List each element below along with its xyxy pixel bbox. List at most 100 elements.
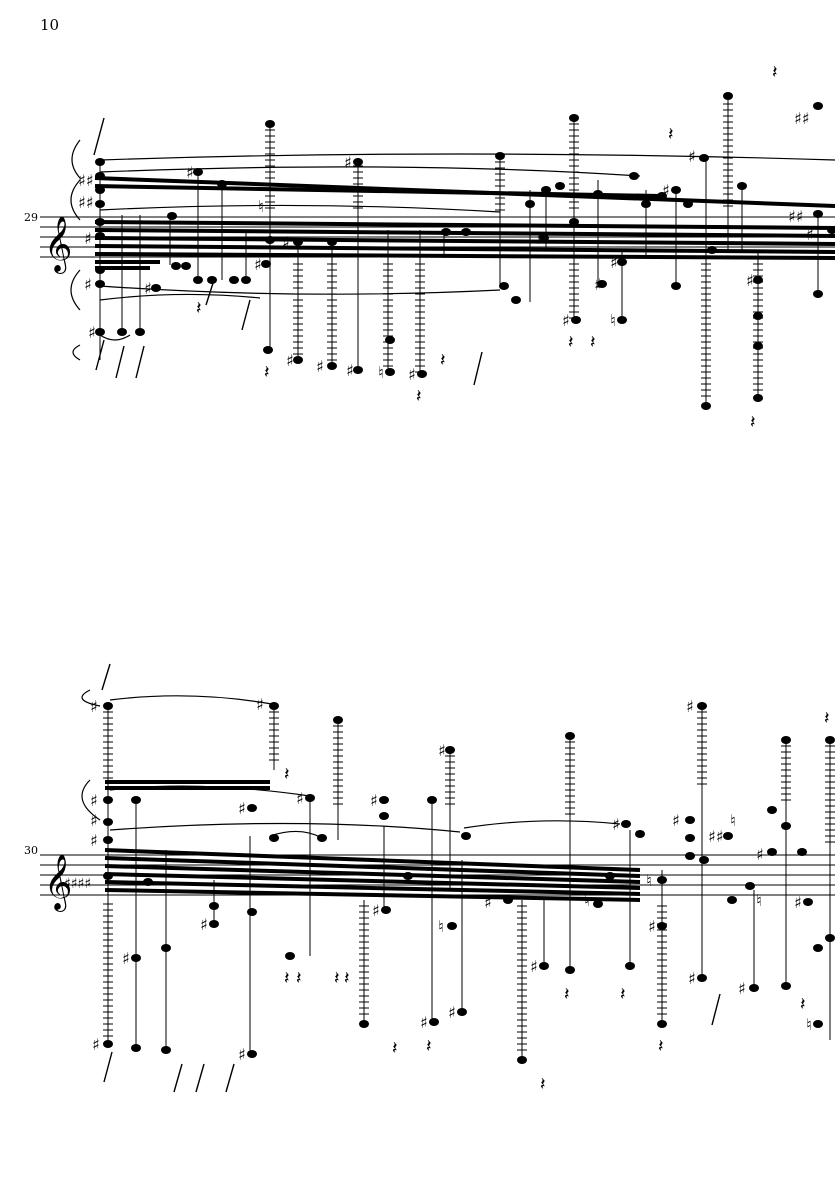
svg-text:♯: ♯: [756, 845, 764, 864]
svg-text:𝄽: 𝄽: [392, 1038, 398, 1059]
svg-text:♯♯: ♯♯: [708, 827, 723, 846]
rests-29: 𝄽 𝄽 𝄽 𝄽 𝄽 𝄽 𝄽 𝄽 𝄽: [196, 62, 778, 433]
svg-text:♮: ♮: [584, 891, 590, 910]
svg-text:♯: ♯: [282, 233, 290, 252]
svg-text:𝄽: 𝄽: [264, 362, 270, 383]
svg-text:♯: ♯: [662, 181, 670, 200]
svg-text:♯♯: ♯♯: [794, 109, 809, 128]
svg-text:♯: ♯: [672, 811, 680, 830]
slurs-30: [81, 689, 621, 839]
svg-text:𝄽: 𝄽: [284, 968, 290, 989]
svg-text:♮: ♮: [258, 197, 264, 216]
svg-text:𝄽: 𝄽: [296, 968, 302, 989]
svg-text:𝄽: 𝄽: [344, 968, 350, 989]
ledger-lines-30: [103, 711, 835, 1051]
beams-29: [94, 176, 835, 270]
svg-text:𝄽: 𝄽: [334, 968, 340, 989]
svg-text:𝄽: 𝄽: [196, 298, 202, 319]
tremolo-flags-29: [93, 117, 483, 386]
svg-text:𝄽: 𝄽: [824, 708, 830, 729]
svg-text:♯: ♯: [688, 147, 696, 166]
noteheads-29: [95, 92, 835, 410]
rests-30: 𝄽𝄽𝄽𝄽 𝄽𝄽𝄽𝄽 𝄽𝄽𝄽𝄽 𝄽: [284, 708, 830, 1095]
svg-text:♯: ♯: [594, 275, 602, 294]
svg-text:♯: ♯: [186, 163, 194, 182]
svg-text:♯: ♯: [408, 365, 416, 384]
svg-text:♮: ♮: [646, 871, 652, 890]
svg-text:𝄽: 𝄽: [590, 332, 596, 353]
measure-number-29: 29: [24, 211, 38, 224]
svg-text:♯♯: ♯♯: [78, 171, 93, 190]
svg-text:♯: ♯: [238, 799, 246, 818]
svg-text:𝄽: 𝄽: [668, 124, 674, 145]
svg-text:𝄽: 𝄽: [620, 984, 626, 1005]
accidentals-29: ♯♯♯♯♯♯ ♯♯♯♯ ♯♯♯♯ ♯♮♯♯ ♯♯♯♮ ♯♯♯♯♯ ♯♯♯♮: [78, 109, 814, 384]
noteheads-30: [103, 702, 835, 1064]
svg-text:𝄽: 𝄽: [772, 62, 778, 83]
key-signature-30: ♯♯♯♯: [64, 876, 91, 892]
svg-text:♯: ♯: [296, 789, 304, 808]
tremolo-flags-30: [101, 663, 721, 1093]
svg-text:♯: ♯: [806, 225, 814, 244]
svg-text:𝄽: 𝄽: [568, 332, 574, 353]
svg-text:𝄽: 𝄽: [800, 994, 806, 1015]
svg-text:𝄽: 𝄽: [564, 984, 570, 1005]
svg-text:♯: ♯: [92, 1035, 100, 1054]
svg-text:♯♯: ♯♯: [78, 193, 93, 212]
svg-text:♯: ♯: [238, 1045, 246, 1064]
svg-text:♮: ♮: [378, 363, 384, 382]
svg-text:♮: ♮: [438, 917, 444, 936]
svg-text:♯: ♯: [254, 255, 262, 274]
measure-number-30: 30: [24, 844, 38, 857]
svg-text:♮: ♮: [610, 311, 616, 330]
svg-text:𝄽: 𝄽: [540, 1074, 546, 1095]
svg-text:♯: ♯: [144, 279, 152, 298]
svg-text:♯: ♯: [372, 901, 380, 920]
svg-text:♯: ♯: [420, 1013, 428, 1032]
svg-text:♯: ♯: [686, 697, 694, 716]
system-29: 𝄞: [40, 62, 835, 433]
svg-text:♯: ♯: [344, 153, 352, 172]
svg-text:♯: ♯: [316, 357, 324, 376]
svg-text:♯: ♯: [90, 811, 98, 830]
svg-text:𝄽: 𝄽: [416, 386, 422, 407]
svg-text:♯: ♯: [536, 229, 544, 248]
svg-text:♯♯: ♯♯: [788, 207, 803, 226]
svg-text:♯: ♯: [610, 253, 618, 272]
svg-text:♯: ♯: [530, 957, 538, 976]
svg-text:♯: ♯: [370, 791, 378, 810]
svg-text:♯: ♯: [200, 915, 208, 934]
svg-text:𝄽: 𝄽: [440, 350, 446, 371]
svg-text:♯: ♯: [90, 697, 98, 716]
treble-clef-29: 𝄞: [44, 216, 72, 274]
svg-text:♯: ♯: [562, 311, 570, 330]
svg-text:♯: ♯: [256, 695, 264, 714]
treble-clef-30: 𝄞: [44, 854, 72, 912]
svg-text:♯: ♯: [648, 917, 656, 936]
page-number: 10: [40, 16, 60, 34]
svg-text:𝄽: 𝄽: [658, 1036, 664, 1057]
svg-text:♯: ♯: [688, 969, 696, 988]
svg-text:𝄽: 𝄽: [750, 412, 756, 433]
svg-text:♯: ♯: [794, 893, 802, 912]
svg-text:♯: ♯: [90, 831, 98, 850]
svg-text:♯: ♯: [90, 791, 98, 810]
svg-text:𝄽: 𝄽: [284, 764, 290, 785]
svg-text:♯: ♯: [484, 893, 492, 912]
svg-text:♮: ♮: [756, 891, 762, 910]
system-30: 𝄞 ♯♯♯♯: [40, 663, 835, 1095]
svg-text:♯: ♯: [346, 361, 354, 380]
svg-text:♯: ♯: [84, 229, 92, 248]
svg-text:♯: ♯: [84, 275, 92, 294]
svg-text:♯: ♯: [448, 1003, 456, 1022]
svg-text:𝄽: 𝄽: [426, 1036, 432, 1057]
svg-text:♯: ♯: [738, 979, 746, 998]
svg-text:♯: ♯: [612, 815, 620, 834]
svg-text:♯: ♯: [122, 949, 130, 968]
svg-text:♯: ♯: [438, 741, 446, 760]
svg-text:♯: ♯: [286, 351, 294, 370]
svg-text:♮: ♮: [730, 811, 736, 830]
svg-text:♯: ♯: [88, 323, 96, 342]
svg-text:♯: ♯: [746, 271, 754, 290]
